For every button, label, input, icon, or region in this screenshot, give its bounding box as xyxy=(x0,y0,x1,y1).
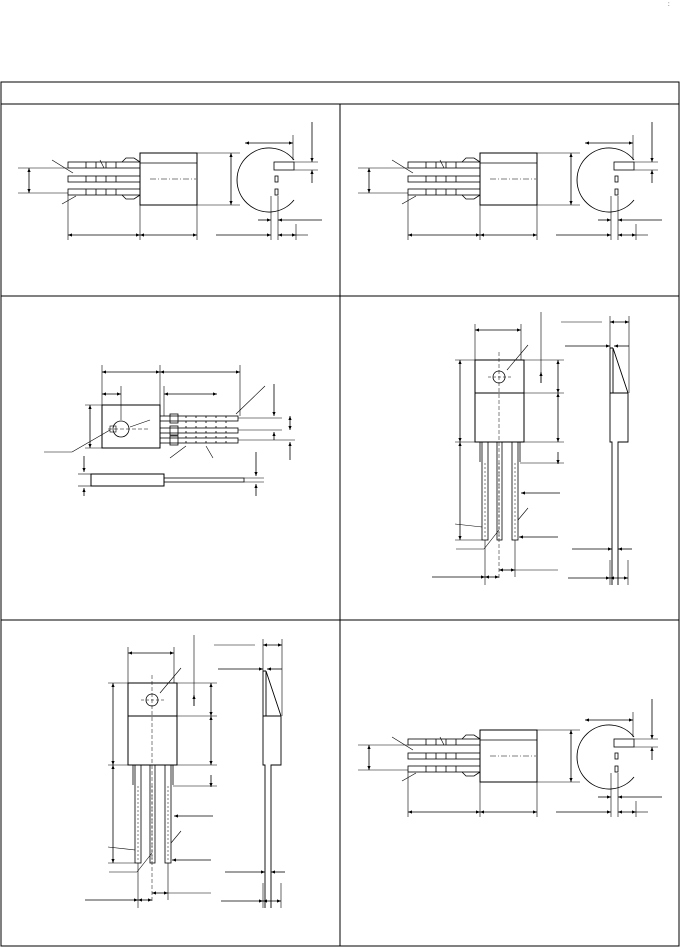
panel-top-right-formed-package xyxy=(358,122,662,240)
panel-top-left-formed-package xyxy=(18,122,322,240)
panel-middle-left-horizontal-mount xyxy=(44,365,295,496)
panel-bottom-right-formed-package xyxy=(358,699,662,817)
drawing-frame xyxy=(0,81,680,947)
page-corner-mark: : xyxy=(668,2,670,8)
panel-bottom-left-vertical-mount xyxy=(85,635,285,908)
panel-middle-right-vertical-mount xyxy=(432,312,632,585)
